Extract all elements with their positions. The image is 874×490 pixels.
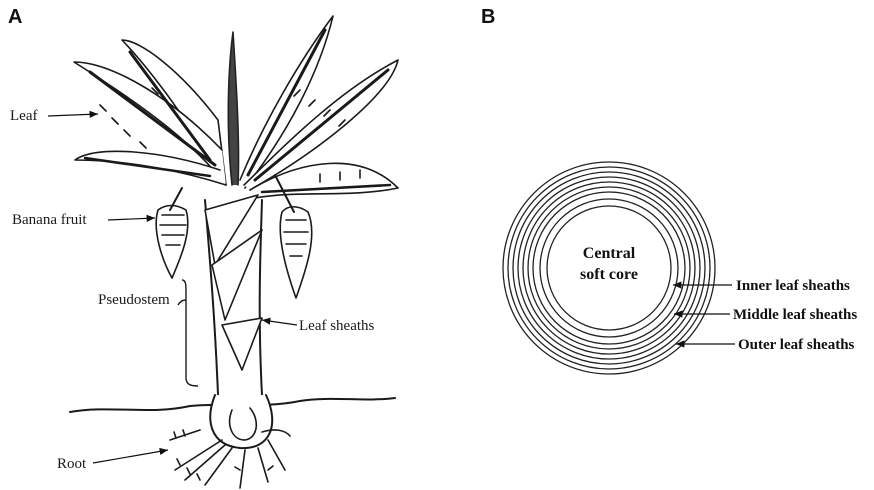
middle-sheaths-label: Middle leaf sheaths <box>733 307 857 323</box>
leaf-label: Leaf <box>10 108 37 124</box>
root-label: Root <box>57 456 87 472</box>
leaf-group <box>74 16 398 198</box>
inner-sheaths-label: Inner leaf sheaths <box>736 278 850 294</box>
leaf-sheaths-label: Leaf sheaths <box>299 318 375 334</box>
root-arrow <box>93 450 168 463</box>
pseudostem-label: Pseudostem <box>98 292 170 308</box>
leaf-sheaths-arrow <box>262 320 297 325</box>
pseudostem-bracket <box>178 280 198 386</box>
leaf-arrow <box>48 114 98 116</box>
pseudostem-drawing <box>205 195 272 448</box>
outer-sheaths-label: Outer leaf sheaths <box>738 337 855 353</box>
central-core-label-line1: Central <box>583 245 636 262</box>
banana-fruit-arrow <box>108 218 155 220</box>
banana-plant-drawing <box>70 16 398 488</box>
central-core-label-line2: soft core <box>580 266 638 283</box>
banana-fruit-label: Banana fruit <box>12 212 87 228</box>
